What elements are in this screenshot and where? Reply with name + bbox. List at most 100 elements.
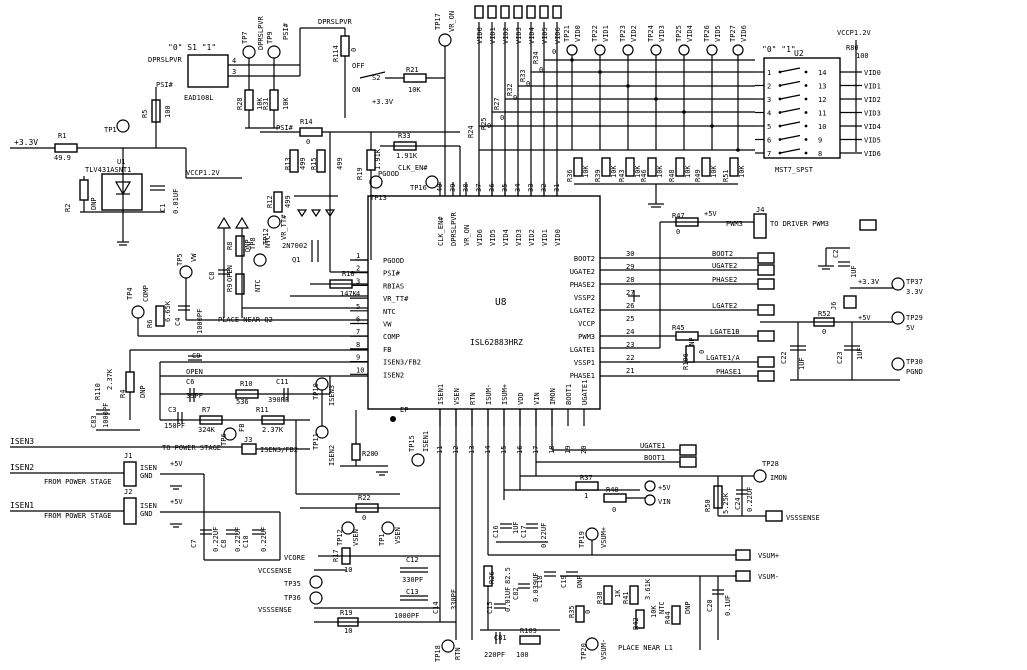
vid-tp-net-0: VID0 — [574, 25, 582, 42]
ugate2-net: UGATE2 — [712, 262, 737, 270]
c7-val: 0.22UF — [212, 527, 220, 552]
q1-part: 2N7002 — [282, 242, 307, 250]
tp10-label: TP10 — [312, 383, 320, 400]
u8-pin-12: VSEN — [453, 388, 461, 405]
v33-input-label: +3.3V — [14, 138, 38, 147]
vid-series-ref-4: R33 — [519, 69, 527, 82]
vid-tp-net-2: VID2 — [630, 25, 638, 42]
vsum-plus-label: VSUM+ — [758, 552, 779, 560]
u8-pin-34: VID3 — [515, 229, 523, 246]
vid-tp-ref-6: TP27 — [729, 25, 737, 42]
tp29-net: 5V — [906, 324, 915, 332]
u8-pin-26: LGATE2 — [570, 307, 595, 315]
u8-pin-num-21: 21 — [626, 367, 634, 375]
r45-val: DNP — [688, 337, 696, 350]
v5c-label: +5V — [658, 484, 671, 492]
r52-ref: R52 — [818, 310, 831, 318]
u8-pin-37: VID6 — [476, 229, 484, 246]
tp12-label: TP12 — [262, 228, 270, 245]
tp16-label: TP16 — [410, 184, 427, 192]
c23-val: 1UF — [856, 347, 864, 360]
r21-ref: R21 — [406, 66, 419, 74]
tp30-net: PGND — [906, 368, 923, 376]
u8-pin-23: LGATE1 — [570, 346, 595, 354]
c11-ref: C11 — [276, 378, 289, 386]
r45-ref: R45 — [672, 324, 685, 332]
pwm3-pin: PWM3 — [726, 220, 743, 228]
vid-series-val-3: 0 — [526, 80, 530, 88]
c18-ref: C18 — [536, 575, 544, 588]
r7-ref: R7 — [202, 406, 210, 414]
clk-en-label: CLK_EN# — [398, 164, 428, 172]
u8-pin-2: PSI# — [383, 270, 401, 278]
c4-ref: C4 — [174, 318, 182, 326]
r2-ref: R2 — [64, 204, 72, 212]
r20-ref: R20 — [362, 450, 375, 458]
vid-series-val-1: 0 — [500, 114, 504, 122]
vid-tp-net-4: VID4 — [686, 25, 694, 42]
tp6-net: FB — [238, 424, 246, 432]
u8-pin-9: ISEN3/FB2 — [383, 359, 421, 367]
u8-pin-17: VIN — [533, 392, 541, 405]
r42-val: 10K — [650, 605, 658, 618]
c8-val: OPEN — [226, 265, 234, 282]
u2-left-pin-1: 1 — [767, 69, 771, 77]
s1-body — [187, 54, 229, 88]
u2-left-pin-5: 5 — [767, 123, 771, 131]
r110-val: 2.37K — [106, 368, 114, 390]
u8-pin-21: PHASE1 — [570, 372, 595, 380]
v5-right-label: +5V — [858, 314, 871, 322]
r42-ntc: NTC — [658, 601, 666, 614]
vid-testpoint-3 — [650, 44, 662, 56]
ic-u8-part: ISL62883HRZ — [470, 338, 523, 347]
c19-val: DNP — [576, 575, 584, 588]
c19-ref: C19 — [560, 575, 568, 588]
c14-val: 330PF — [450, 589, 458, 610]
vid-tp-net-3: VID3 — [658, 25, 666, 42]
vid-series-ref-2: R27 — [493, 97, 501, 110]
r14-val: 0 — [306, 138, 310, 146]
r19-val: 1.91K — [374, 148, 382, 170]
vsen-network: R20 0 TP15 ISEN1 R22 0 TP12 VSEN TP1 VSE… — [258, 409, 462, 662]
c12-ref: C12 — [406, 556, 419, 564]
tp6-label: TP6 — [220, 433, 228, 446]
u2-vid-4: VID4 — [864, 123, 881, 131]
dprslpvr-net-label: DPRSLPVR — [318, 18, 353, 26]
c81-val: 220PF — [484, 651, 505, 659]
tp30-label: TP30 — [906, 358, 923, 366]
pullup-val-1: 10K — [610, 165, 618, 178]
c16-val: 1UF — [512, 521, 520, 534]
u8-pin-num-25: 25 — [626, 315, 634, 323]
j1-body — [123, 461, 137, 487]
u8-pin-31: VID0 — [554, 229, 562, 246]
u2-left-pin-6: 6 — [767, 137, 771, 145]
j1-5v: +5V — [170, 460, 183, 468]
r9-ref: R9 — [226, 284, 234, 292]
tp11-net: ISEN2 — [328, 445, 336, 466]
vccp-u1-label: VCCP1.2V — [186, 169, 221, 177]
r15-ref: R15 — [310, 157, 318, 170]
from-ps1-label: FROM POWER STAGE — [44, 512, 111, 520]
u8-pin-num-10: 10 — [356, 366, 364, 374]
u8-pin-num-4: 4 — [356, 290, 360, 298]
vid-tp-ref-5: TP26 — [703, 25, 711, 42]
u8-pin-32: VID1 — [541, 229, 549, 246]
vid-testpoint-6 — [732, 44, 744, 56]
u8-pin-13: RTN — [469, 392, 477, 405]
u8-pin-6: VW — [383, 321, 392, 329]
u8-pin-18: IMON — [549, 388, 557, 405]
vccp-label-u2: VCCP1.2V — [837, 29, 872, 37]
u1-ref: U1 — [117, 158, 125, 166]
vid-top-label-6: VID6 — [554, 27, 562, 44]
r40-val: 0 — [612, 506, 616, 514]
r50-ref: R50 — [704, 499, 712, 512]
ic-u8: U8 ISL62883HRZ EP 1PGOOD2PSI#3RBIAS4VR_T… — [350, 182, 634, 454]
u8-pin-11: ISEN1 — [437, 384, 445, 405]
c2-val: 1UF — [850, 265, 858, 278]
r1-val: 49.9 — [54, 154, 71, 162]
tp19-label: TP19 — [578, 531, 586, 548]
u2-left-pin-7: 7 — [767, 150, 771, 158]
tp15-net: ISEN1 — [422, 431, 430, 452]
u8-pin-num-1: 1 — [356, 252, 360, 260]
